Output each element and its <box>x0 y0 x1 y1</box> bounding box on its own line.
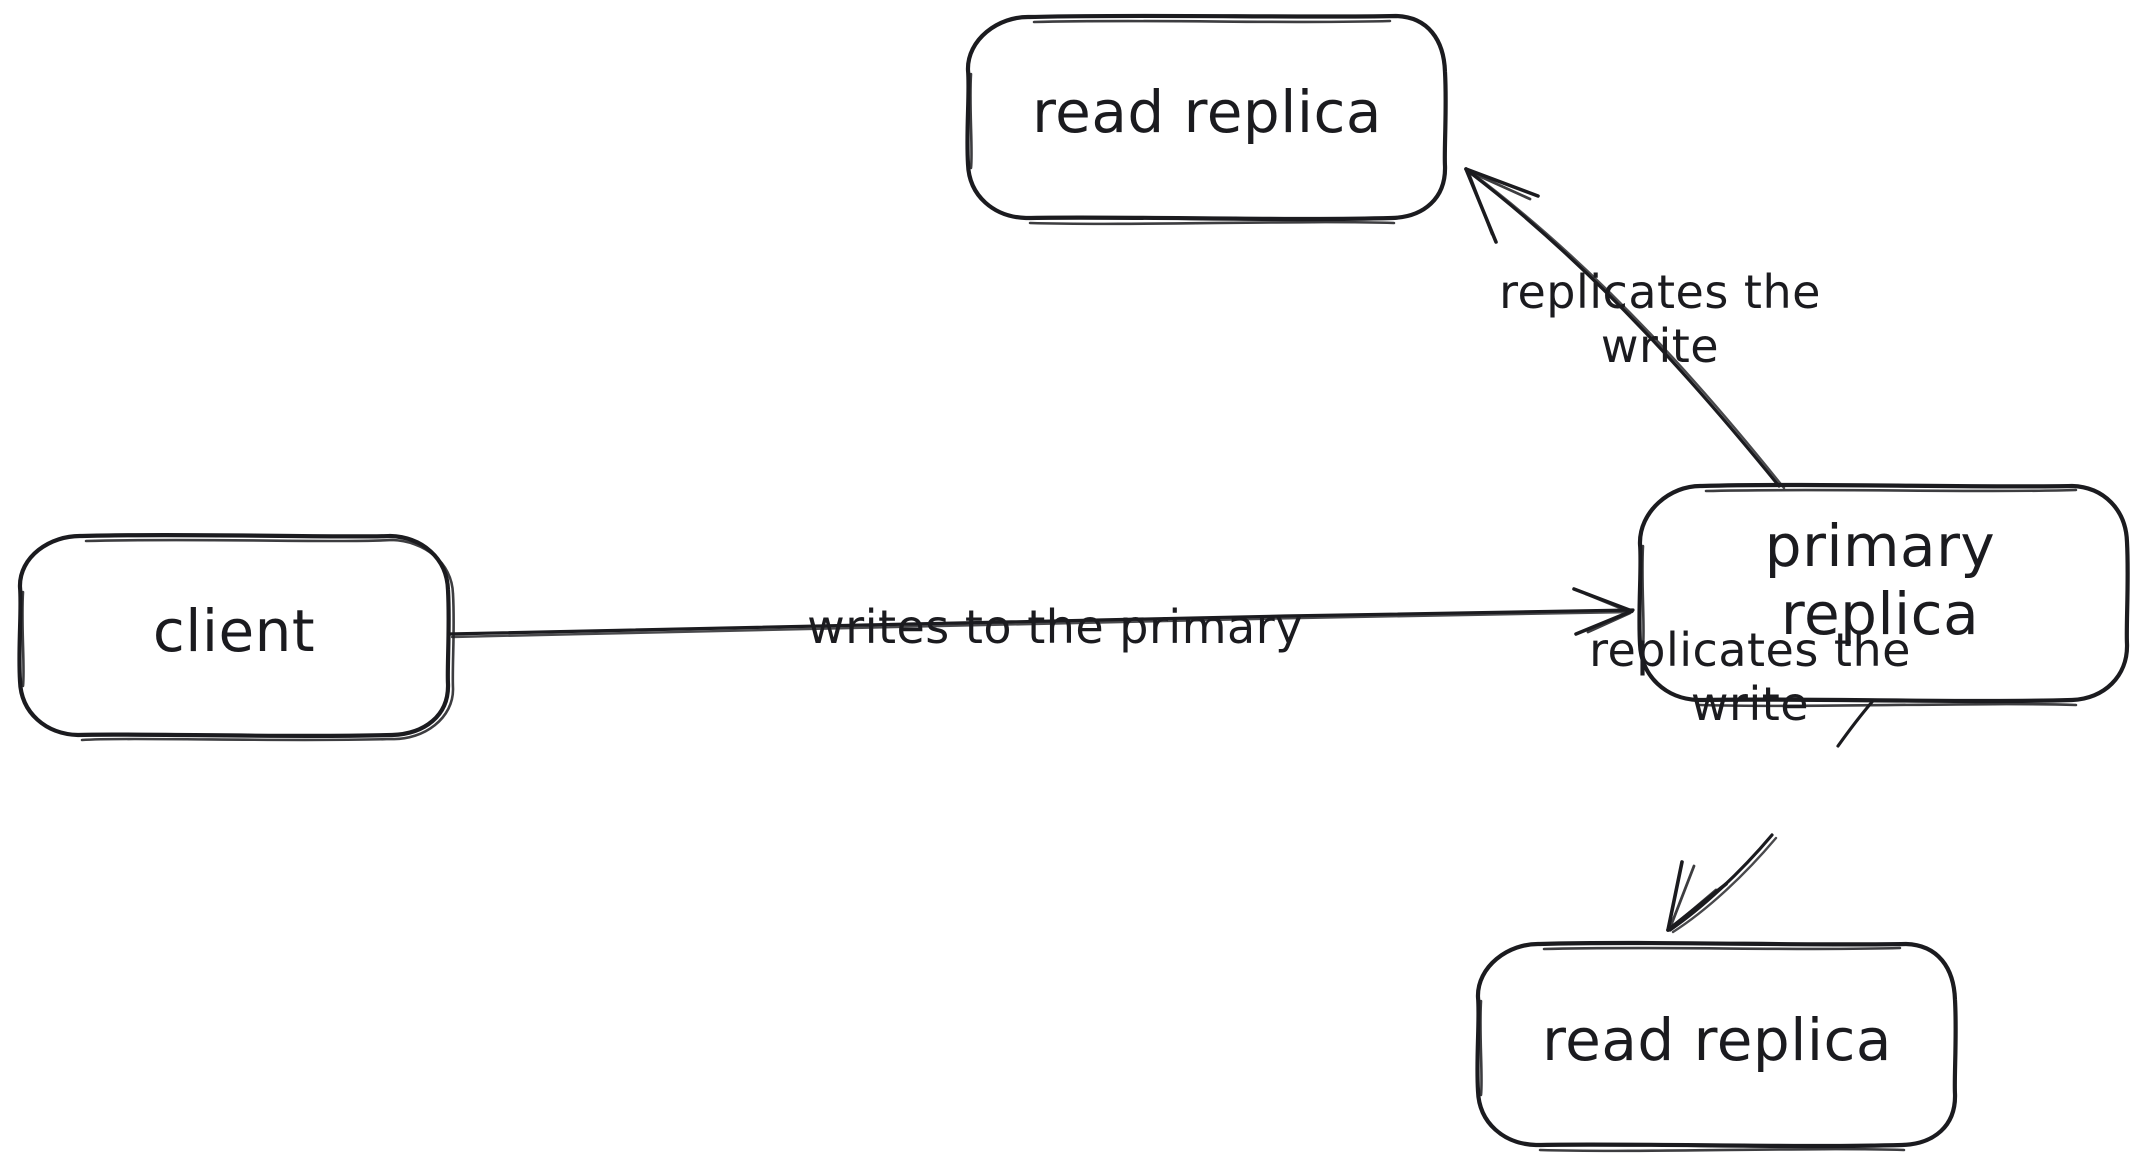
edge-primary-to-read-replica-bottom[interactable] <box>1666 700 1874 934</box>
node-primary-replica[interactable] <box>1637 482 2130 708</box>
edge-primary-to-read-replica-top[interactable] <box>1464 167 1786 490</box>
node-label-client: client <box>152 597 316 665</box>
edge-label-replicates-the-write-top: replicates the write <box>1499 265 1821 374</box>
edge-label-writes-to-the-primary: writes to the primary <box>807 600 1303 654</box>
node-client[interactable] <box>17 532 455 742</box>
node-label-primary-replica: primary replica <box>1764 512 1996 649</box>
node-label-read-replica-bottom: read replica <box>1542 1006 1892 1074</box>
node-read-replica-bottom[interactable] <box>1475 940 1958 1153</box>
edge-label-replicates-the-write-bottom: replicates the write <box>1589 623 1911 732</box>
edge-client-to-primary[interactable] <box>447 587 1635 639</box>
node-read-replica-top[interactable] <box>965 13 1448 226</box>
node-label-read-replica-top: read replica <box>1032 78 1382 146</box>
